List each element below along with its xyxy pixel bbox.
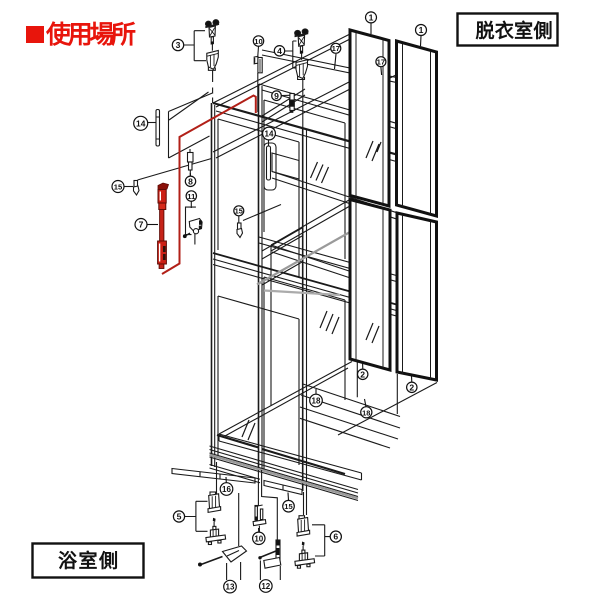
svg-text:18: 18	[362, 408, 370, 417]
svg-text:17: 17	[332, 44, 340, 53]
svg-text:14: 14	[136, 119, 146, 129]
svg-text:10: 10	[254, 37, 262, 46]
svg-text:8: 8	[188, 176, 193, 186]
svg-text:4: 4	[277, 46, 282, 56]
svg-text:14: 14	[265, 130, 274, 139]
svg-text:10: 10	[254, 534, 263, 543]
svg-text:16: 16	[222, 485, 231, 494]
svg-text:13: 13	[226, 583, 235, 592]
svg-text:脱衣室側: 脱衣室側	[476, 19, 553, 42]
svg-text:15: 15	[114, 182, 123, 191]
svg-text:1: 1	[369, 13, 374, 23]
svg-text:浴室側: 浴室側	[58, 549, 118, 572]
svg-text:18: 18	[312, 397, 321, 406]
svg-text:使用場所: 使用場所	[45, 20, 136, 49]
svg-text:2: 2	[409, 382, 414, 392]
svg-text:12: 12	[261, 582, 270, 591]
svg-text:11: 11	[187, 192, 196, 201]
svg-text:7: 7	[139, 220, 144, 230]
svg-text:3: 3	[176, 40, 181, 50]
svg-text:6: 6	[333, 532, 338, 542]
svg-text:15: 15	[235, 207, 243, 216]
svg-text:5: 5	[177, 512, 182, 522]
svg-text:2: 2	[360, 369, 365, 379]
svg-text:15: 15	[284, 502, 293, 511]
svg-text:9: 9	[274, 91, 279, 101]
svg-text:1: 1	[419, 25, 424, 35]
svg-text:17: 17	[377, 58, 385, 67]
